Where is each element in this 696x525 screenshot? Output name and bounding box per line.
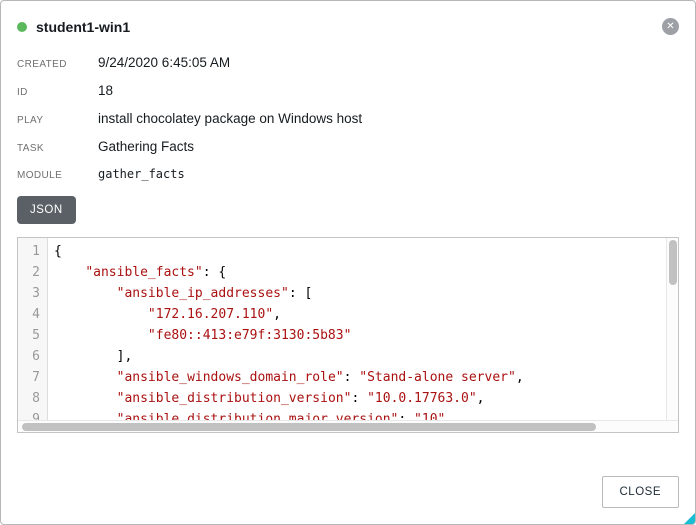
modal-footer: CLOSE bbox=[1, 460, 695, 524]
code-gutter: 1 2 3 4 5 6 7 8 9 bbox=[18, 238, 48, 420]
code-lines: { "ansible_facts": { "ansible_ip_address… bbox=[48, 238, 678, 420]
line-number: 7 bbox=[32, 370, 40, 385]
code-line: "ansible_facts": { bbox=[85, 265, 227, 280]
detail-value: Gathering Facts bbox=[98, 139, 195, 154]
horizontal-scrollbar[interactable] bbox=[18, 420, 678, 432]
code-line: "fe80::413:e79f:3130:5b83" bbox=[147, 328, 352, 343]
detail-label: TASK bbox=[17, 143, 44, 154]
code-line: { bbox=[54, 244, 62, 259]
vertical-scrollbar[interactable] bbox=[666, 238, 678, 420]
detail-value: 9/24/2020 6:45:05 AM bbox=[98, 55, 231, 70]
json-code-editor[interactable]: 1 2 3 4 5 6 7 8 9 { "ansible_facts": { "ansible_… bbox=[17, 237, 679, 433]
detail-value: 18 bbox=[98, 83, 114, 98]
line-number: 9 bbox=[32, 412, 40, 420]
line-number: 3 bbox=[32, 286, 40, 301]
detail-label: CREATED bbox=[17, 59, 67, 70]
detail-label: MODULE bbox=[17, 170, 63, 181]
code-viewport: 1 2 3 4 5 6 7 8 9 { "ansible_facts": { "ansible_… bbox=[18, 238, 678, 420]
resize-grip-icon[interactable] bbox=[684, 513, 695, 524]
line-number: 5 bbox=[32, 328, 40, 343]
code-line: "172.16.207.110", bbox=[147, 307, 281, 322]
close-icon[interactable]: ✕ bbox=[662, 18, 679, 35]
detail-label: ID bbox=[17, 87, 28, 98]
code-line: "ansible_windows_domain_role": "Stand-al… bbox=[116, 370, 524, 385]
line-number: 6 bbox=[32, 349, 40, 364]
detail-value: gather_facts bbox=[98, 167, 185, 181]
code-line: "ansible_ip_addresses": [ bbox=[116, 286, 313, 301]
close-button[interactable]: CLOSE bbox=[601, 476, 679, 508]
json-tab-button[interactable]: JSON bbox=[17, 196, 76, 224]
line-number: 4 bbox=[32, 307, 40, 322]
code-line: "ansible_distribution_version": "10.0.17… bbox=[116, 391, 485, 406]
modal-header: student1-win1 ✕ bbox=[1, 1, 695, 41]
code-line: ], bbox=[54, 349, 133, 364]
detail-value: install chocolatey package on Windows ho… bbox=[98, 111, 363, 126]
host-status-icon bbox=[17, 21, 27, 32]
vertical-scrollbar-thumb[interactable] bbox=[669, 240, 677, 285]
code-line: "ansible_distribution_major_version": "1… bbox=[116, 412, 454, 420]
line-number: 2 bbox=[32, 265, 40, 280]
horizontal-scrollbar-thumb[interactable] bbox=[22, 422, 597, 431]
detail-label: PLAY bbox=[17, 115, 44, 126]
line-number: 1 bbox=[32, 244, 40, 259]
modal-title: student1-win1 bbox=[36, 18, 131, 35]
line-number: 8 bbox=[32, 391, 40, 406]
